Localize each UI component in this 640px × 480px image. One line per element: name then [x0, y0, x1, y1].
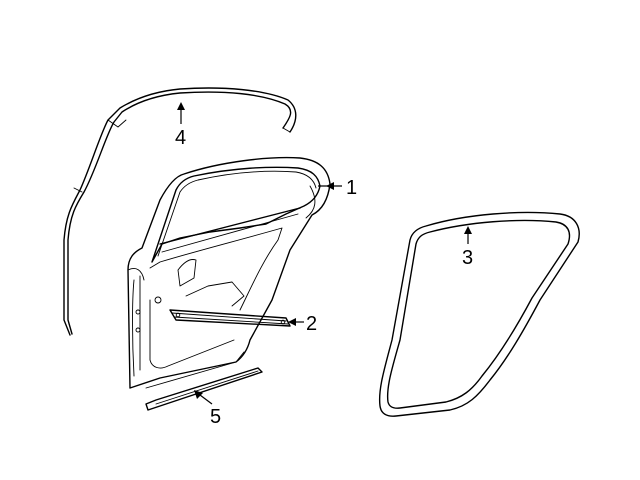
part-3-door-seal [378, 211, 580, 417]
callout-4: 4 [175, 127, 186, 149]
part-4-weatherstrip [63, 87, 297, 336]
part-1-door-shell [127, 156, 331, 389]
leader-1 [318, 182, 342, 190]
leader-2 [288, 318, 304, 326]
callout-1: 1 [346, 177, 357, 199]
leader-3 [464, 226, 472, 244]
part-5-sill-strip [145, 367, 263, 411]
leader-4 [177, 102, 185, 124]
leader-5 [194, 390, 213, 405]
callout-5: 5 [210, 406, 221, 428]
part-2-trim-bar [169, 309, 291, 327]
callout-2: 2 [306, 313, 317, 335]
callout-3: 3 [462, 247, 473, 269]
